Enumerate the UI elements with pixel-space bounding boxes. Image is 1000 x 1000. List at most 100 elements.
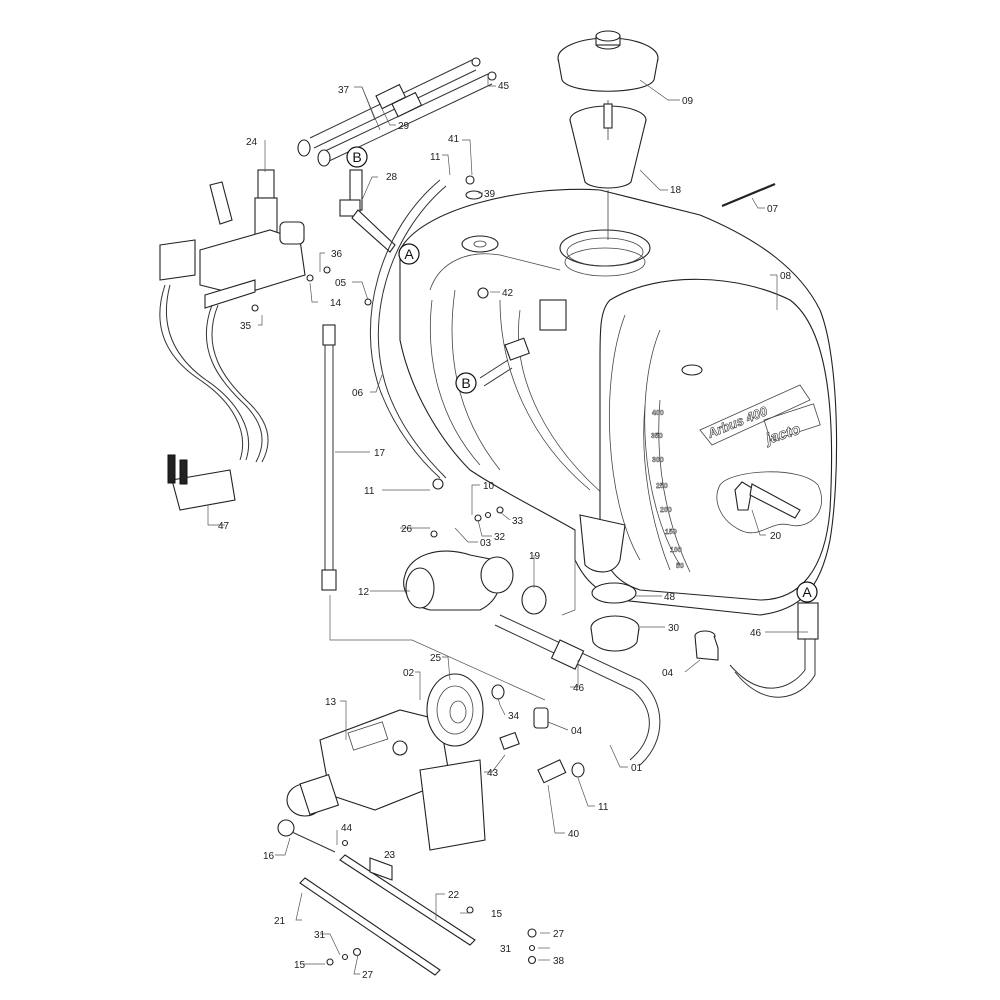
control-valve-assembly: [159, 169, 306, 463]
graduation-400: 400: [652, 410, 664, 417]
connector-letter: A: [802, 584, 812, 600]
callout-35: 35: [240, 321, 252, 332]
pulley: [426, 673, 484, 747]
callout-11-mid: 11: [364, 486, 375, 497]
callout-25: 25: [430, 653, 442, 664]
outlet-nut: [590, 615, 640, 652]
callout-29: 29: [398, 121, 410, 132]
callout-11-top: 11: [430, 152, 441, 163]
callout-12: 12: [358, 587, 370, 598]
pump-bracket: [369, 857, 393, 881]
callout-13: 13: [325, 697, 337, 708]
callout-47: 47: [218, 521, 230, 532]
callout-27-left: 27: [362, 970, 374, 981]
callout-labels: 37 45 29 09 24 41 11 28 39 18 07 36 05 1…: [218, 81, 792, 981]
callout-03: 03: [480, 538, 492, 549]
callout-09: 09: [682, 96, 694, 107]
callout-43: 43: [487, 768, 499, 779]
graduation-150: 150: [665, 529, 677, 536]
callout-39: 39: [484, 189, 496, 200]
callout-41: 41: [448, 134, 460, 145]
graduation-200: 200: [660, 507, 672, 514]
callout-36: 36: [331, 249, 343, 260]
callout-11-low: 11: [598, 802, 609, 813]
callout-14: 14: [330, 298, 342, 309]
callout-22: 22: [448, 890, 460, 901]
drain-knob: [277, 819, 295, 837]
callout-02: 02: [403, 668, 415, 679]
tank-lid: [557, 30, 659, 92]
suction-hose: [499, 614, 661, 766]
callout-21: 21: [274, 916, 286, 927]
leader-lines: [207, 75, 808, 975]
suction-filter: [403, 550, 547, 615]
cable-tie: [721, 182, 776, 208]
callout-34: 34: [508, 711, 520, 722]
return-hose: [369, 179, 441, 479]
callout-17: 17: [374, 448, 386, 459]
fasteners: [251, 175, 537, 966]
callout-46-mid: 46: [573, 683, 585, 694]
connector-letter: B: [461, 375, 470, 391]
callout-30: 30: [668, 623, 680, 634]
callout-37: 37: [338, 85, 350, 96]
callout-42: 42: [502, 288, 514, 299]
callout-08: 08: [780, 271, 792, 282]
callout-33: 33: [512, 516, 524, 527]
graduation-350: 350: [651, 433, 663, 440]
callout-26: 26: [401, 524, 413, 535]
tank-hose-fitting: [504, 337, 530, 361]
callout-28: 28: [386, 172, 398, 183]
callout-07: 07: [767, 204, 779, 215]
callout-20: 20: [770, 531, 782, 542]
connector-b-top: B: [346, 146, 368, 168]
callout-15-right: 15: [491, 909, 503, 920]
tank-strainer: [569, 100, 647, 240]
connector-b-tank: B: [455, 372, 477, 394]
pressure-hose: [321, 324, 337, 591]
callout-40: 40: [568, 829, 580, 840]
graduation-100: 100: [670, 547, 682, 554]
callout-24: 24: [246, 137, 258, 148]
callout-46-right: 46: [750, 628, 762, 639]
callout-01: 01: [631, 763, 643, 774]
upper-hoses: [297, 57, 497, 167]
callout-48: 48: [664, 592, 676, 603]
o-ring: [591, 582, 637, 604]
callout-04-right: 04: [662, 668, 674, 679]
callout-10: 10: [483, 481, 495, 492]
elbow-fitting-right: [694, 630, 719, 661]
callout-44: 44: [341, 823, 353, 834]
callout-31-right: 31: [500, 944, 512, 955]
callout-45: 45: [498, 81, 510, 92]
tank-body: 400 350 300 250 200 150 100 50 Arbus 400…: [399, 188, 838, 616]
connector-letter: A: [404, 246, 414, 262]
callout-06: 06: [352, 388, 364, 399]
pump: [286, 709, 486, 851]
graduation-50: 50: [676, 563, 684, 570]
callout-31-left: 31: [314, 930, 326, 941]
snap-ring: [491, 684, 505, 700]
tank-valve: [539, 299, 567, 331]
nipple-fitting: [499, 731, 520, 750]
callout-05: 05: [335, 278, 347, 289]
callout-15-left: 15: [294, 960, 306, 971]
callout-18: 18: [670, 185, 682, 196]
connector-a-top: A: [398, 243, 420, 265]
graduation-250: 250: [656, 483, 668, 490]
base-rail-rear: [339, 854, 476, 946]
hose-connector: [537, 759, 567, 784]
callout-19: 19: [529, 551, 541, 562]
remote-control-unit: [167, 454, 236, 511]
callout-27-right: 27: [553, 929, 565, 940]
callout-16: 16: [263, 851, 275, 862]
callout-38: 38: [553, 956, 565, 967]
callout-04-pump: 04: [571, 726, 583, 737]
base-rail-front: [299, 877, 441, 976]
agitator-fitting: [734, 481, 801, 519]
elbow-fitting-pump: [533, 707, 549, 729]
graduation-marks: 400 350 300 250 200 150 100 50: [651, 410, 684, 570]
connector-letter: B: [352, 149, 361, 165]
callout-32: 32: [494, 532, 506, 543]
